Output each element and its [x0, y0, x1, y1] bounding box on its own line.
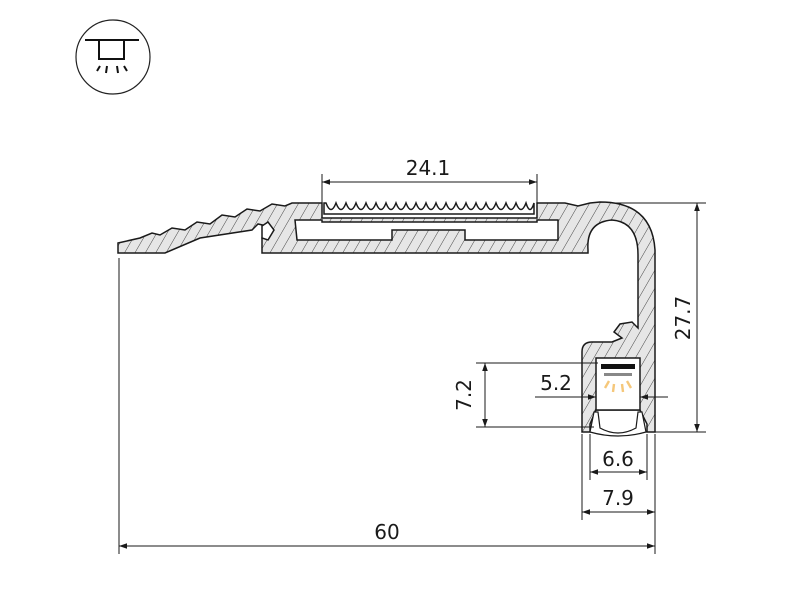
svg-text:7.9: 7.9 — [602, 486, 634, 510]
led-strip — [601, 364, 635, 369]
dimension-total-width: 60 — [118, 258, 656, 554]
svg-text:5.2: 5.2 — [540, 371, 572, 395]
dimension-channel-outer-width: 7.9 — [581, 434, 656, 520]
svg-text:27.7: 27.7 — [671, 296, 695, 341]
dimension-total-height: 27.7 — [612, 202, 706, 433]
ceiling-downlight-icon — [75, 19, 151, 95]
svg-text:7.2: 7.2 — [452, 379, 476, 411]
dimension-groove-width: 24.1 — [321, 156, 538, 203]
dimension-channel-inner-width: 5.2 — [535, 371, 668, 400]
svg-text:60: 60 — [374, 520, 399, 544]
aluminium-profile — [117, 200, 656, 437]
led-light-rays — [603, 380, 633, 393]
svg-text:6.6: 6.6 — [602, 447, 634, 471]
dimension-diffuser-width: 6.6 — [589, 434, 648, 480]
diffuser — [589, 411, 647, 437]
dimension-channel-depth: 7.2 — [452, 362, 598, 428]
svg-text:24.1: 24.1 — [406, 156, 451, 180]
